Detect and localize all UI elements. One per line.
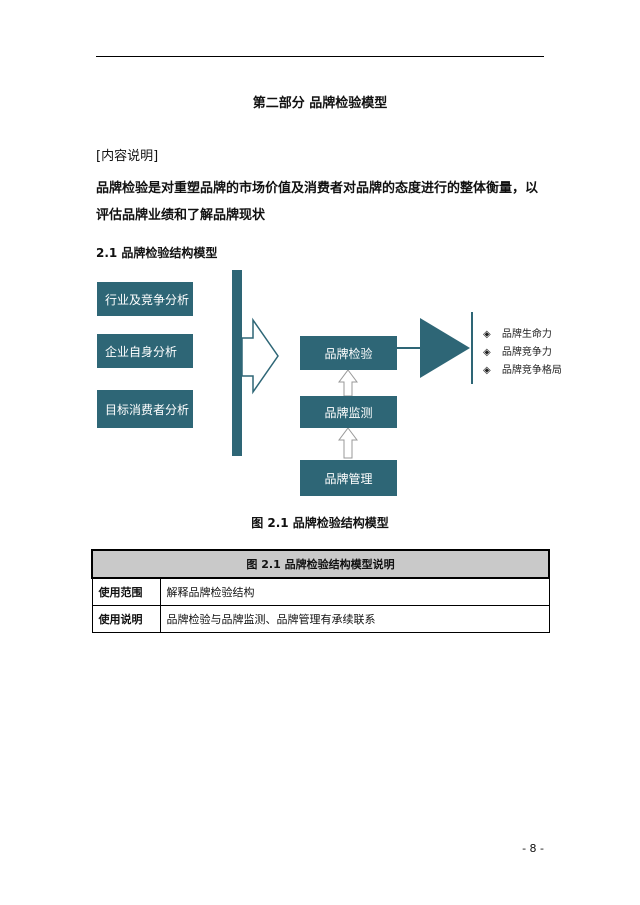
- row-label: 使用范围: [91, 577, 161, 606]
- table-row: 使用范围 解释品牌检验结构: [91, 577, 550, 606]
- box-self-analysis: 企业自身分析: [97, 334, 193, 368]
- box-industry-analysis: 行业及竞争分析: [97, 282, 193, 316]
- diamond-bullet-icon: ◈: [483, 329, 491, 340]
- up-arrow-icon: [338, 427, 358, 459]
- output-item: ◈ 品牌竞争力: [483, 343, 552, 358]
- output-triangle-icon: [420, 318, 470, 378]
- right-arrow-icon: [241, 317, 279, 395]
- output-item: ◈ 品牌竞争格局: [483, 361, 562, 376]
- row-value: 品牌检验与品牌监测、品牌管理有承续联系: [159, 605, 550, 633]
- table-header: 图 2.1 品牌检验结构模型说明: [91, 549, 550, 579]
- diagram-shapes: [241, 312, 473, 459]
- output-label: 品牌竞争格局: [501, 365, 562, 376]
- output-label: 品牌生命力: [501, 329, 552, 340]
- row-label: 使用说明: [91, 605, 161, 633]
- box-consumer-analysis: 目标消费者分析: [97, 390, 193, 428]
- diamond-bullet-icon: ◈: [483, 365, 491, 376]
- box-brand-management: 品牌管理: [300, 460, 397, 496]
- content-note-label: [内容说明]: [96, 149, 159, 164]
- table-row: 使用说明 品牌检验与品牌监测、品牌管理有承续联系: [91, 605, 550, 633]
- output-item: ◈ 品牌生命力: [483, 325, 552, 340]
- figure-caption: 图 2.1 品牌检验结构模型: [251, 516, 389, 530]
- explanation-table: 图 2.1 品牌检验结构模型说明 使用范围 解释品牌检验结构 使用说明 品牌检验…: [91, 549, 550, 633]
- up-arrow-icon: [338, 369, 358, 397]
- output-label: 品牌竞争力: [501, 347, 552, 358]
- intro-paragraph: 品牌检验是对重塑品牌的市场价值及消费者对品牌的态度进行的整体衡量，以评估品牌业绩…: [96, 181, 539, 223]
- page-number: - 8 -: [522, 842, 544, 855]
- structure-diagram: 行业及竞争分析 企业自身分析 目标消费者分析 品牌检验 品牌监测 品牌管理 ◈ …: [97, 270, 562, 496]
- box-brand-inspection: 品牌检验: [300, 336, 397, 370]
- diamond-bullet-icon: ◈: [483, 347, 491, 358]
- section-title: 2.1 品牌检验结构模型: [96, 246, 218, 260]
- table-header-row: 图 2.1 品牌检验结构模型说明: [91, 549, 550, 579]
- vertical-bar: [232, 270, 242, 456]
- header-rule: [96, 56, 544, 57]
- part-title: 第二部分 品牌检验模型: [252, 96, 388, 111]
- box-brand-monitoring: 品牌监测: [300, 396, 397, 428]
- row-value: 解释品牌检验结构: [159, 577, 550, 606]
